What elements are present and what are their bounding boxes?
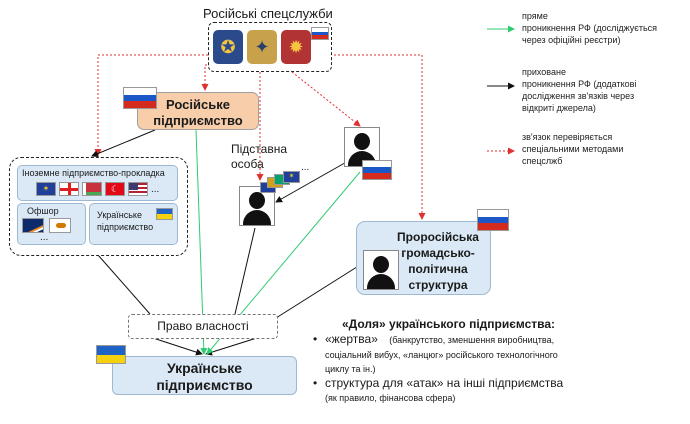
role-bullet2-detail: (як правило, фінансова сфера) [325, 393, 456, 403]
link-proxy-to-ownership [234, 227, 256, 315]
proxy-line1: Підставна [231, 142, 288, 156]
legend-special: зв'язок перевіряється спеціальними метод… [522, 131, 623, 167]
eu-flag-icon: ✶ [283, 171, 300, 183]
special-services-group: ✪ ✦ ✹ [208, 22, 332, 72]
role-bullet1-detail-1: (банкрутство, зменшення виробництва, [389, 335, 555, 345]
legend-special-line1: зв'язок перевіряється [522, 132, 613, 142]
link-russian-ent-to-foreign [91, 129, 156, 157]
russian-enterprise-line2: підприємство [153, 113, 243, 128]
ukrainian-subsidiary-line1: Українське [97, 210, 142, 220]
svr-emblem-icon: ✦ [247, 30, 277, 64]
legend-direct-line3: через офіційні реєстри) [522, 35, 621, 45]
fsb-emblem-icon: ✪ [213, 30, 243, 64]
usa-flag-icon [128, 182, 148, 196]
legend-hidden-line1: приховане [522, 67, 566, 77]
proxy-person-label: Підставна особа [231, 142, 287, 172]
role-bullet1-detail-3: циклу та ін.) [325, 364, 376, 374]
ukraine-flag-icon [96, 345, 126, 364]
legend-hidden: приховане проникнення РФ (додаткові досл… [522, 66, 636, 114]
role-bullet1-detail-2: соціальний вибух, «ланцюг» російського т… [325, 350, 558, 360]
russia-flag-icon [362, 160, 392, 180]
ukrainian-subsidiary-node: Українське підприємство [89, 203, 178, 245]
foreign-proxy-company-node: Іноземне підприємство-прокладка ✶ ☾ ... [17, 165, 178, 201]
eu-flag-icon: ✶ [36, 182, 56, 196]
marshall-islands-flag-icon [22, 218, 44, 233]
legend-special-line2: спеціальними методами [522, 144, 624, 154]
ukraine-flag-icon [156, 208, 173, 220]
legend-special-line3: спецслжб [522, 156, 563, 166]
gru-emblem-icon: ✹ [281, 30, 311, 64]
ownership-node: Право власності [128, 314, 278, 339]
legend-hidden-line4: відкриті джерела) [522, 103, 596, 113]
pro-russian-line4: структура [408, 278, 468, 292]
georgia-flag-icon [59, 182, 79, 196]
proxy-person-avatar-icon [239, 186, 275, 226]
role-bullet2-main: структура для «атак» на інші підприємств… [325, 376, 564, 390]
pro-russian-line2: громадсько- [401, 246, 475, 260]
pro-russian-line3: політична [408, 262, 468, 276]
russian-enterprise-line1: Російське [166, 97, 230, 112]
turkey-flag-icon: ☾ [105, 182, 125, 196]
ukrainian-subsidiary-line2: підприємство [97, 222, 154, 232]
russian-enterprise-node: Російське підприємство [137, 92, 259, 130]
ukrainian-enterprise-line1: Українське [166, 360, 243, 376]
ukrainian-enterprise-line2: підприємство [156, 377, 253, 393]
legend-direct-line1: пряме [522, 11, 548, 21]
link-pro-russian-to-ownership [275, 264, 361, 319]
russia-flag-icon [477, 209, 509, 231]
legend-hidden-line3: дослідження зв'язків через [522, 91, 635, 101]
link-foreign-to-ownership [97, 254, 151, 315]
foreign-companies-group: Іноземне підприємство-прокладка ✶ ☾ ... … [9, 157, 188, 256]
pro-russian-line1: Проросійська [397, 230, 479, 244]
offshore-node: Офшор ... [17, 203, 86, 245]
role-bullet-victim: • «жертва» (банкрутство, зменшення вироб… [313, 332, 665, 376]
link-ownership-to-ukr-ent-2 [205, 336, 261, 356]
legend-direct-line2: проникнення РФ (досліджується [522, 23, 658, 33]
role-bullet1-main: «жертва» [325, 332, 378, 346]
link-ownership-to-ukr-ent-1 [149, 336, 203, 356]
belarus-flag-icon [82, 182, 102, 196]
russia-flag-icon [311, 27, 329, 40]
services-title: Російські спецслужби [203, 6, 333, 21]
link-services-to-person [291, 71, 361, 127]
offshore-label: Офшор [27, 206, 59, 216]
proxy-line2: особа [231, 157, 264, 171]
ukrainian-enterprise-node: Українське підприємство [112, 356, 297, 395]
foreign-flags-more: ... [151, 184, 160, 195]
legend-direct: пряме проникнення РФ (досліджується чере… [522, 10, 657, 46]
pro-russian-person-avatar-icon [363, 250, 399, 290]
russia-flag-icon [123, 87, 157, 109]
foreign-proxy-label: Іноземне підприємство-прокладка [22, 168, 165, 178]
role-bullet-attacks: • структура для «атак» на інші підприємс… [313, 376, 665, 405]
legend-hidden-line2: проникнення РФ (додаткові [522, 79, 637, 89]
pro-russian-structure-node: Проросійська громадсько- політична струк… [356, 221, 491, 295]
proxy-more: ... [301, 162, 310, 173]
cyprus-flag-icon [49, 218, 71, 233]
offshore-more: ... [40, 232, 49, 243]
role-title: «Доля» українського підприємства: [342, 317, 556, 331]
